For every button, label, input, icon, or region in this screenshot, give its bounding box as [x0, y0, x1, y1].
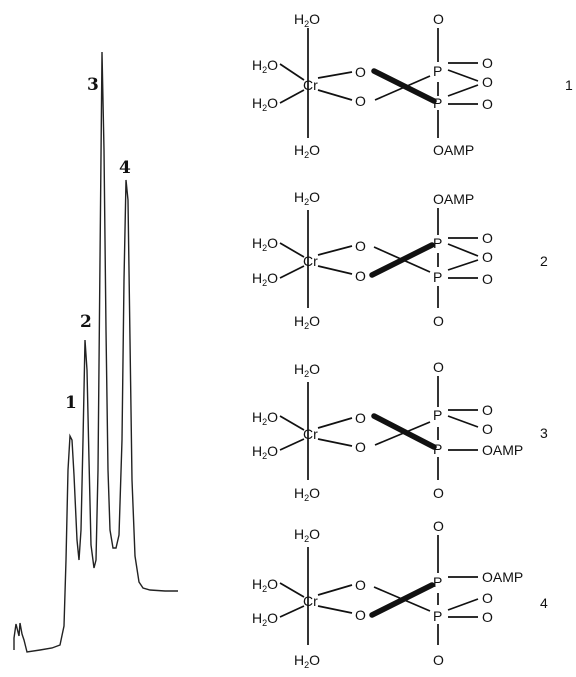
- bridging-oxygen: O: [355, 607, 366, 623]
- water-ligand: H2O: [294, 652, 320, 670]
- chromium-atom: Cr: [303, 426, 318, 442]
- bottom-substituent: O: [433, 485, 444, 501]
- chromium-atom: Cr: [303, 77, 318, 93]
- bottom-substituent: O: [433, 652, 444, 668]
- structure-2: H2O H2O H2O H2O Cr O O P P OAMP O O O O …: [252, 189, 548, 331]
- phosphorus-atom: P: [433, 63, 442, 79]
- chromium-atom: Cr: [303, 593, 318, 609]
- water-ligand: H2O: [252, 95, 278, 113]
- peak-label-2: 2: [80, 312, 92, 332]
- bridging-oxygen: O: [355, 268, 366, 284]
- phosphorus-atom: P: [433, 269, 442, 285]
- right-upper-substituent: OAMP: [482, 569, 523, 585]
- bridging-oxygen: O: [355, 238, 366, 254]
- phosphorus-atom: P: [433, 574, 442, 590]
- water-ligand: H2O: [252, 270, 278, 288]
- right-lower-substituent: O: [482, 609, 493, 625]
- chromatogram: 1 2 3 4: [13, 51, 178, 653]
- bottom-substituent: OAMP: [433, 142, 474, 158]
- right-lower-substituent: O: [482, 96, 493, 112]
- water-ligand: H2O: [294, 485, 320, 503]
- isomer-number-1: 1: [565, 77, 573, 93]
- structure-4: H2O H2O H2O H2O Cr O O P P O OAMP O O O …: [252, 518, 548, 670]
- isomer-number-4: 4: [540, 595, 548, 611]
- bridging-oxygen: O: [355, 439, 366, 455]
- chromium-atom: Cr: [303, 253, 318, 269]
- water-ligand: H2O: [252, 610, 278, 628]
- bridging-oxygen: O: [355, 410, 366, 426]
- chromatogram-trace: [13, 51, 178, 653]
- water-ligand: H2O: [252, 57, 278, 75]
- phosphorus-atom: P: [433, 407, 442, 423]
- water-ligand: H2O: [252, 576, 278, 594]
- right-lower-substituent: O: [482, 271, 493, 287]
- top-substituent: O: [433, 11, 444, 27]
- water-ligand: H2O: [252, 443, 278, 461]
- peak-label-4: 4: [119, 158, 131, 178]
- right-oxygen: O: [482, 402, 493, 418]
- right-oxygen: O: [482, 230, 493, 246]
- water-ligand: H2O: [294, 526, 320, 544]
- right-upper-substituent: O: [482, 421, 493, 437]
- water-ligand: H2O: [294, 11, 320, 29]
- right-oxygen: O: [482, 590, 493, 606]
- right-upper-substituent: O: [482, 74, 493, 90]
- peak-label-3: 3: [87, 75, 99, 95]
- right-upper-substituent: O: [482, 249, 493, 265]
- right-lower-substituent: OAMP: [482, 442, 523, 458]
- phosphorus-atom: P: [433, 235, 442, 251]
- phosphorus-atom: P: [433, 95, 442, 111]
- water-ligand: H2O: [294, 313, 320, 331]
- top-substituent: O: [433, 518, 444, 534]
- right-oxygen: O: [482, 55, 493, 71]
- water-ligand: H2O: [294, 361, 320, 379]
- phosphorus-atom: P: [433, 441, 442, 457]
- bottom-substituent: O: [433, 313, 444, 329]
- bridging-oxygen: O: [355, 577, 366, 593]
- water-ligand: H2O: [294, 142, 320, 160]
- bridging-oxygen: O: [355, 64, 366, 80]
- peak-label-1: 1: [65, 393, 77, 413]
- isomer-number-2: 2: [540, 253, 548, 269]
- water-ligand: H2O: [252, 235, 278, 253]
- structure-1: H2O H2O H2O H2O Cr O O P P O O O O OAMP …: [252, 11, 573, 160]
- water-ligand: H2O: [252, 409, 278, 427]
- bridging-oxygen: O: [355, 93, 366, 109]
- water-ligand: H2O: [294, 189, 320, 207]
- structure-3: H2O H2O H2O H2O Cr O O P P O O O OAMP O …: [252, 359, 548, 503]
- isomer-number-3: 3: [540, 425, 548, 441]
- top-substituent: O: [433, 359, 444, 375]
- top-substituent: OAMP: [433, 191, 474, 207]
- phosphorus-atom: P: [433, 608, 442, 624]
